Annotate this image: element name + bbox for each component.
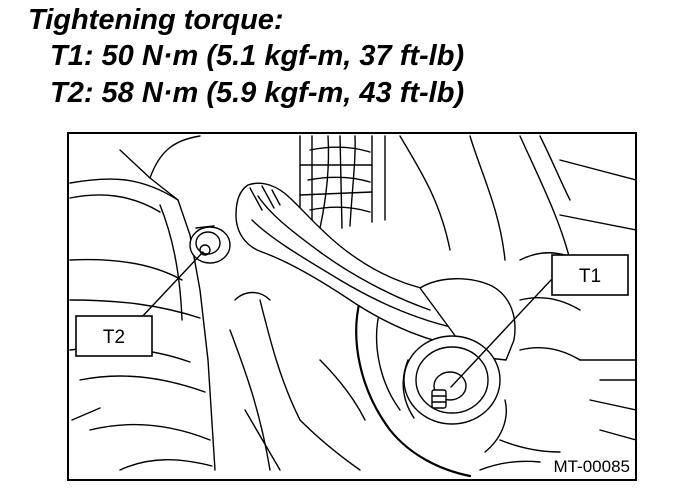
t2-bolt-assembly (189, 225, 231, 264)
figure-id: MT-00085 (553, 457, 630, 476)
torque-spec-t1: T1: 50 N·m (5.1 kgf-m, 37 ft-lb) (50, 40, 465, 72)
figure-frame (67, 132, 637, 481)
callout-t2-label: T2 (103, 327, 125, 348)
background-structure (69, 135, 637, 478)
torque-spec-title: Tightening torque: (28, 4, 284, 36)
t1-bushing-assembly (402, 278, 516, 453)
t1-leader-line (450, 279, 552, 388)
callout-t1: T1 (551, 254, 629, 296)
torque-spec-t2: T2: 58 N·m (5.9 kgf-m, 43 ft-lb) (50, 77, 465, 109)
callout-t2: T2 (75, 315, 153, 357)
callout-t1-label: T1 (579, 266, 601, 287)
lateral-link-arm (235, 182, 471, 343)
